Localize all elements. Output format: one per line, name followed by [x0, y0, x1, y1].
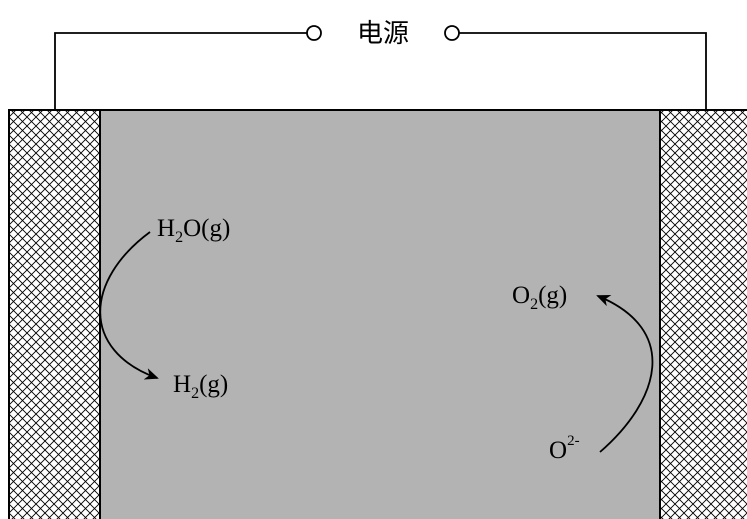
oxide-to-oxygen-arrow [596, 295, 654, 453]
hydrogen-label: H2(g) [173, 371, 228, 402]
water-vapor-label: H2O(g) [157, 215, 230, 246]
left-electrode [8, 109, 101, 519]
left-terminal-icon [306, 25, 322, 41]
right-terminal-icon [444, 25, 460, 41]
power-source-label: 电源 [357, 19, 409, 49]
water-to-hydrogen-arrow [99, 231, 159, 380]
left-wire [54, 32, 307, 110]
right-electrode [659, 109, 747, 519]
electrolyte-region [99, 109, 661, 519]
oxygen-label: O2(g) [512, 282, 567, 313]
oxide-ion-label: O2- [549, 433, 580, 464]
right-wire [459, 32, 707, 110]
